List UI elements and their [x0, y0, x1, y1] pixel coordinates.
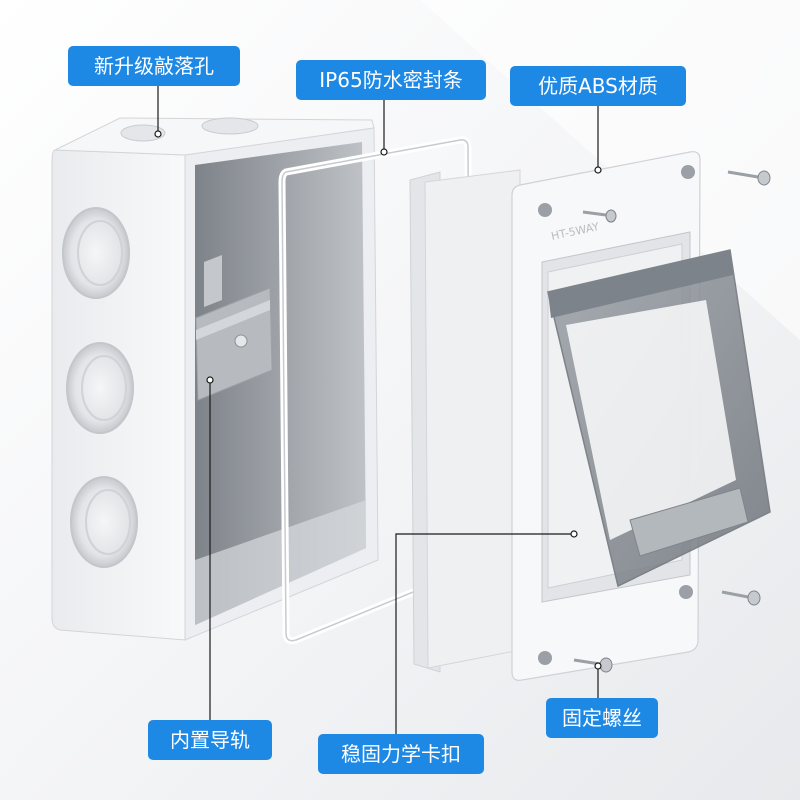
screw-top-lid — [582, 209, 617, 223]
din-rail-lip — [196, 300, 270, 340]
leader-lines — [154, 84, 602, 734]
screw-right-lower — [721, 590, 761, 606]
top-knockout-2 — [201, 117, 259, 135]
flip-window-opening — [566, 300, 736, 540]
callout-seal-strip: IP65防水密封条 — [296, 60, 486, 100]
lid-corner-hole-br — [679, 585, 693, 599]
din-rail-bracket — [204, 255, 222, 307]
leader-dot-clip — [570, 530, 578, 538]
leader-snap-clip — [395, 533, 572, 734]
leader-dot-din — [206, 376, 214, 384]
din-rail-screw — [234, 334, 248, 348]
side-knockout-3 — [70, 476, 138, 568]
leader-dot-abs — [594, 166, 602, 174]
leader-dot-knockout — [154, 130, 162, 138]
top-knockout-1 — [120, 124, 166, 142]
callout-abs-material: 优质ABS材质 — [510, 66, 686, 106]
base-interior-floor — [195, 500, 366, 625]
flip-window-top-bar — [548, 250, 733, 318]
callout-snap-clip: 稳固力学卡扣 — [318, 734, 484, 774]
lid-corner-hole-bl — [538, 651, 552, 665]
callout-knockout-holes: 新升级敲落孔 — [68, 46, 240, 86]
leader-dot-screws — [594, 662, 602, 670]
lid-corner-hole-tr — [681, 165, 695, 179]
side-knockout-2 — [66, 342, 134, 434]
callout-din-rail: 内置导轨 — [148, 720, 272, 760]
lid-side — [424, 169, 521, 669]
lid-corner-hole-tl — [538, 203, 552, 217]
enclosure-lid: HT-5WAY — [409, 151, 771, 681]
screw-top-right — [727, 170, 771, 186]
leader-dot-seal — [380, 148, 388, 156]
enclosure-base — [51, 117, 379, 641]
callout-screws: 固定螺丝 — [546, 698, 658, 738]
side-knockout-1 — [62, 207, 130, 299]
snap-clip — [629, 487, 749, 557]
